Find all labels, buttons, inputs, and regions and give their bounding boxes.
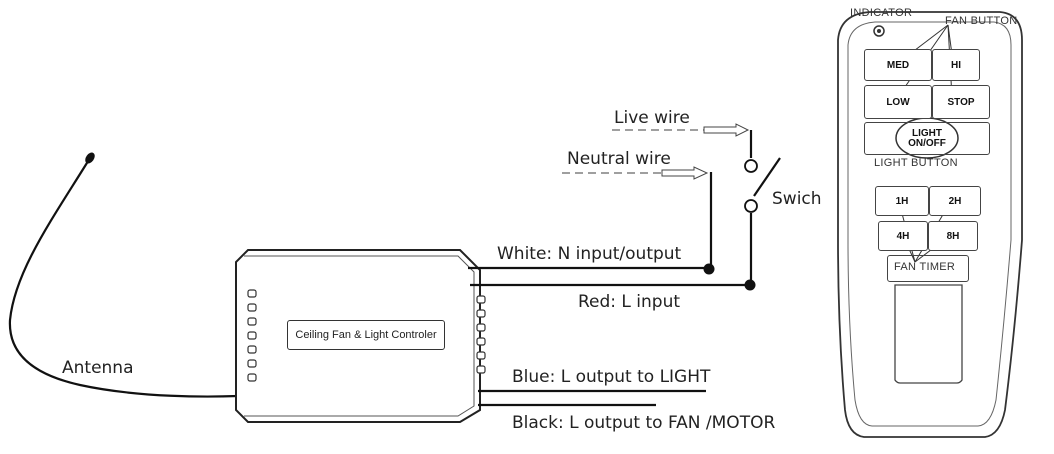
- antenna-label: Antenna: [62, 358, 134, 378]
- light-onoff-button[interactable]: LIGHT ON/OFF: [864, 122, 990, 155]
- antenna-tip: [85, 152, 95, 164]
- timer-4h-button[interactable]: 4H: [878, 221, 928, 251]
- red-junction: [744, 279, 756, 291]
- light-line1: LIGHT: [912, 127, 942, 139]
- switch-arm: [753, 157, 781, 197]
- neutral-wire-label: Neutral wire: [567, 149, 671, 169]
- white-junction: [703, 263, 715, 275]
- fan-timer-label: FAN TIMER: [894, 261, 956, 273]
- controller-label: Ceiling Fan & Light Controler: [287, 320, 445, 350]
- switch-label: Swich: [772, 189, 822, 209]
- blue-wire-label: Blue: L output to LIGHT: [512, 367, 711, 387]
- live-wire-label: Live wire: [614, 108, 690, 128]
- med-button[interactable]: MED: [864, 49, 932, 81]
- light-line2: ON/OFF: [908, 137, 946, 149]
- black-wire-label: Black: L output to FAN /MOTOR: [512, 413, 776, 433]
- live-arrow: [703, 123, 750, 137]
- fan-button-label: FAN BUTTON: [945, 15, 1018, 27]
- switch-contact-bottom: [744, 199, 758, 213]
- stop-button[interactable]: STOP: [932, 85, 990, 119]
- fan-timer-band: [887, 255, 969, 282]
- timer-1h-button[interactable]: 1H: [875, 186, 929, 216]
- timer-8h-button[interactable]: 8H: [928, 221, 978, 251]
- red-wire-label: Red: L input: [578, 292, 681, 312]
- light-button-label: LIGHT BUTTON: [874, 157, 958, 169]
- switch-contact-top: [744, 159, 758, 173]
- antenna-cable: [8, 157, 239, 398]
- hi-button[interactable]: HI: [932, 49, 980, 81]
- low-button[interactable]: LOW: [864, 85, 932, 119]
- white-wire-label: White: N input/output: [497, 244, 682, 264]
- neutral-arrow: [661, 166, 709, 180]
- indicator-label: INDICATOR: [850, 7, 913, 19]
- timer-2h-button[interactable]: 2H: [929, 186, 981, 216]
